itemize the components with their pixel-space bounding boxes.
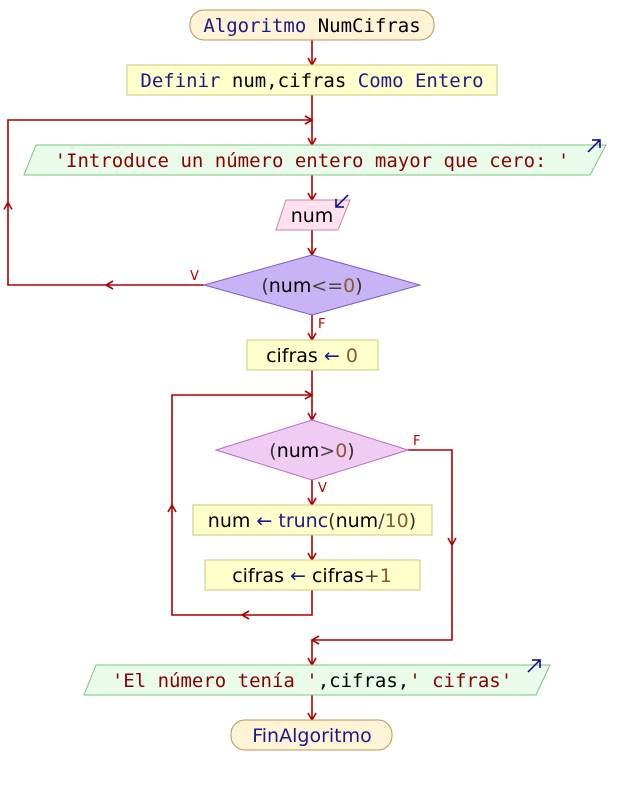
while-false-label: F — [413, 434, 420, 449]
read-num-var: num — [291, 205, 334, 227]
assign-cifras-zero-shape — [246, 339, 379, 371]
while-condition-label: (num>0) — [269, 440, 354, 462]
flow-connectors — [3, 40, 457, 722]
repeat-cond-paren-open: ( — [261, 275, 268, 297]
assign0-arrow: ← — [318, 345, 346, 367]
repeat-condition-block[interactable]: (num<=0) V F — [190, 254, 422, 332]
while-cond-var: num — [277, 440, 320, 462]
define-kw-definir: Definir — [140, 70, 220, 92]
define-vars: num,cifras — [220, 70, 357, 92]
repeat-condition-diamond — [202, 254, 422, 316]
end-terminal-shape — [230, 719, 393, 751]
write-result-shape — [83, 664, 551, 696]
start-label: Algoritmo NumCifras — [203, 15, 420, 37]
write-prompt-block[interactable]: 'Introduce un número entero mayor que ce… — [23, 139, 607, 176]
assignnum-arg: num — [336, 510, 379, 532]
define-process-shape — [126, 64, 498, 96]
while-cond-value: 0 — [335, 440, 347, 462]
connector-repeat-loopback-mid-arrowhead — [3, 200, 13, 210]
assignnum-var: num — [208, 510, 251, 532]
define-kw-como: Como — [358, 70, 404, 92]
assign-cifras-inc-label: cifras ← cifras+1 — [232, 565, 392, 587]
while-condition-block[interactable]: (num>0) V F — [214, 419, 420, 496]
write-result-str2: ' cifras' — [409, 670, 512, 692]
repeat-cond-var: num — [269, 275, 312, 297]
assigninc-one: 1 — [380, 565, 392, 587]
while-cond-paren-close: ) — [347, 440, 354, 462]
connector-while-exit — [312, 449, 453, 641]
write-prompt-label: 'Introduce un número entero mayor que ce… — [55, 150, 570, 172]
while-true-label: V — [318, 481, 327, 496]
while-cond-op: > — [319, 440, 335, 462]
assign-cifras-zero-label: cifras ← 0 — [266, 345, 358, 367]
assignnum-paren-open: ( — [328, 510, 335, 532]
assignnum-ten: 10 — [385, 510, 409, 532]
assign0-value: 0 — [346, 345, 358, 367]
write-prompt-shape — [23, 144, 607, 176]
connector-repeat-loopback-arrowhead — [304, 115, 314, 125]
define-space — [404, 70, 415, 92]
define-kw-entero: Entero — [415, 70, 484, 92]
start-label-space — [306, 15, 317, 37]
assign-num-trunc-shape — [192, 504, 433, 536]
assignnum-arrow: ← — [250, 510, 278, 532]
end-keyword: FinAlgoritmo — [252, 725, 372, 747]
start-terminal-shape — [189, 9, 435, 41]
write-result-block[interactable]: 'El número tenía ',cifras,' cifras' — [83, 659, 551, 696]
read-num-shape — [275, 199, 351, 231]
output-arrow-icon — [587, 139, 601, 153]
assignnum-func: trunc — [278, 510, 328, 532]
start-block[interactable]: Algoritmo NumCifras — [189, 9, 435, 41]
end-block[interactable]: FinAlgoritmo — [230, 719, 393, 751]
connector-repeat-loopback-mid-arrowhead — [104, 280, 114, 290]
start-label-keyword: Algoritmo — [203, 15, 306, 37]
input-arrow-icon — [335, 194, 349, 208]
write-result-label: 'El número tenía ',cifras,' cifras' — [112, 670, 512, 692]
assigninc-arrow: ← — [284, 565, 312, 587]
write-result-var: ,cifras, — [318, 670, 410, 692]
assignnum-paren-close: ) — [409, 510, 416, 532]
write-prompt-string: 'Introduce un número entero mayor que ce… — [55, 150, 570, 172]
connector-while-loopback-mid-arrowhead — [167, 503, 177, 513]
assign-cifras-inc-block[interactable]: cifras ← cifras+1 — [204, 559, 421, 591]
assign-cifras-zero-block[interactable]: cifras ← 0 — [246, 339, 379, 371]
repeat-false-label: F — [318, 317, 325, 332]
assign-num-trunc-label: num ← trunc(num/10) — [208, 510, 416, 532]
connector-while-loopback-mid-arrowhead — [240, 610, 250, 620]
assigninc-expr-var: cifras — [312, 565, 364, 587]
output-arrow-icon — [527, 659, 541, 673]
assignnum-div: / — [378, 510, 385, 532]
assign-cifras-inc-shape — [204, 559, 421, 591]
define-block[interactable]: Definir num,cifras Como Entero — [126, 64, 498, 96]
assigninc-plus: + — [364, 565, 380, 587]
while-condition-diamond — [214, 419, 410, 481]
while-cond-paren-open: ( — [269, 440, 276, 462]
read-num-block[interactable]: num — [275, 194, 351, 231]
read-num-label: num — [291, 205, 334, 227]
assigninc-var: cifras — [232, 565, 284, 587]
end-label: FinAlgoritmo — [252, 725, 372, 747]
repeat-condition-label: (num<=0) — [261, 275, 362, 297]
connector-while-loopback — [171, 394, 313, 616]
connector-while-loopback-arrowhead — [304, 390, 314, 400]
connector-while-exit-mid-arrowhead — [447, 537, 457, 547]
write-result-str1: 'El número tenía ' — [112, 670, 318, 692]
repeat-cond-op: <= — [311, 275, 343, 297]
repeat-cond-paren-close: ) — [355, 275, 362, 297]
repeat-cond-value: 0 — [343, 275, 355, 297]
define-label: Definir num,cifras Como Entero — [140, 70, 483, 92]
assign-num-trunc-block[interactable]: num ← trunc(num/10) — [192, 504, 433, 536]
assign0-var: cifras — [266, 345, 318, 367]
repeat-true-label: V — [190, 269, 199, 284]
start-label-name: NumCifras — [318, 15, 421, 37]
